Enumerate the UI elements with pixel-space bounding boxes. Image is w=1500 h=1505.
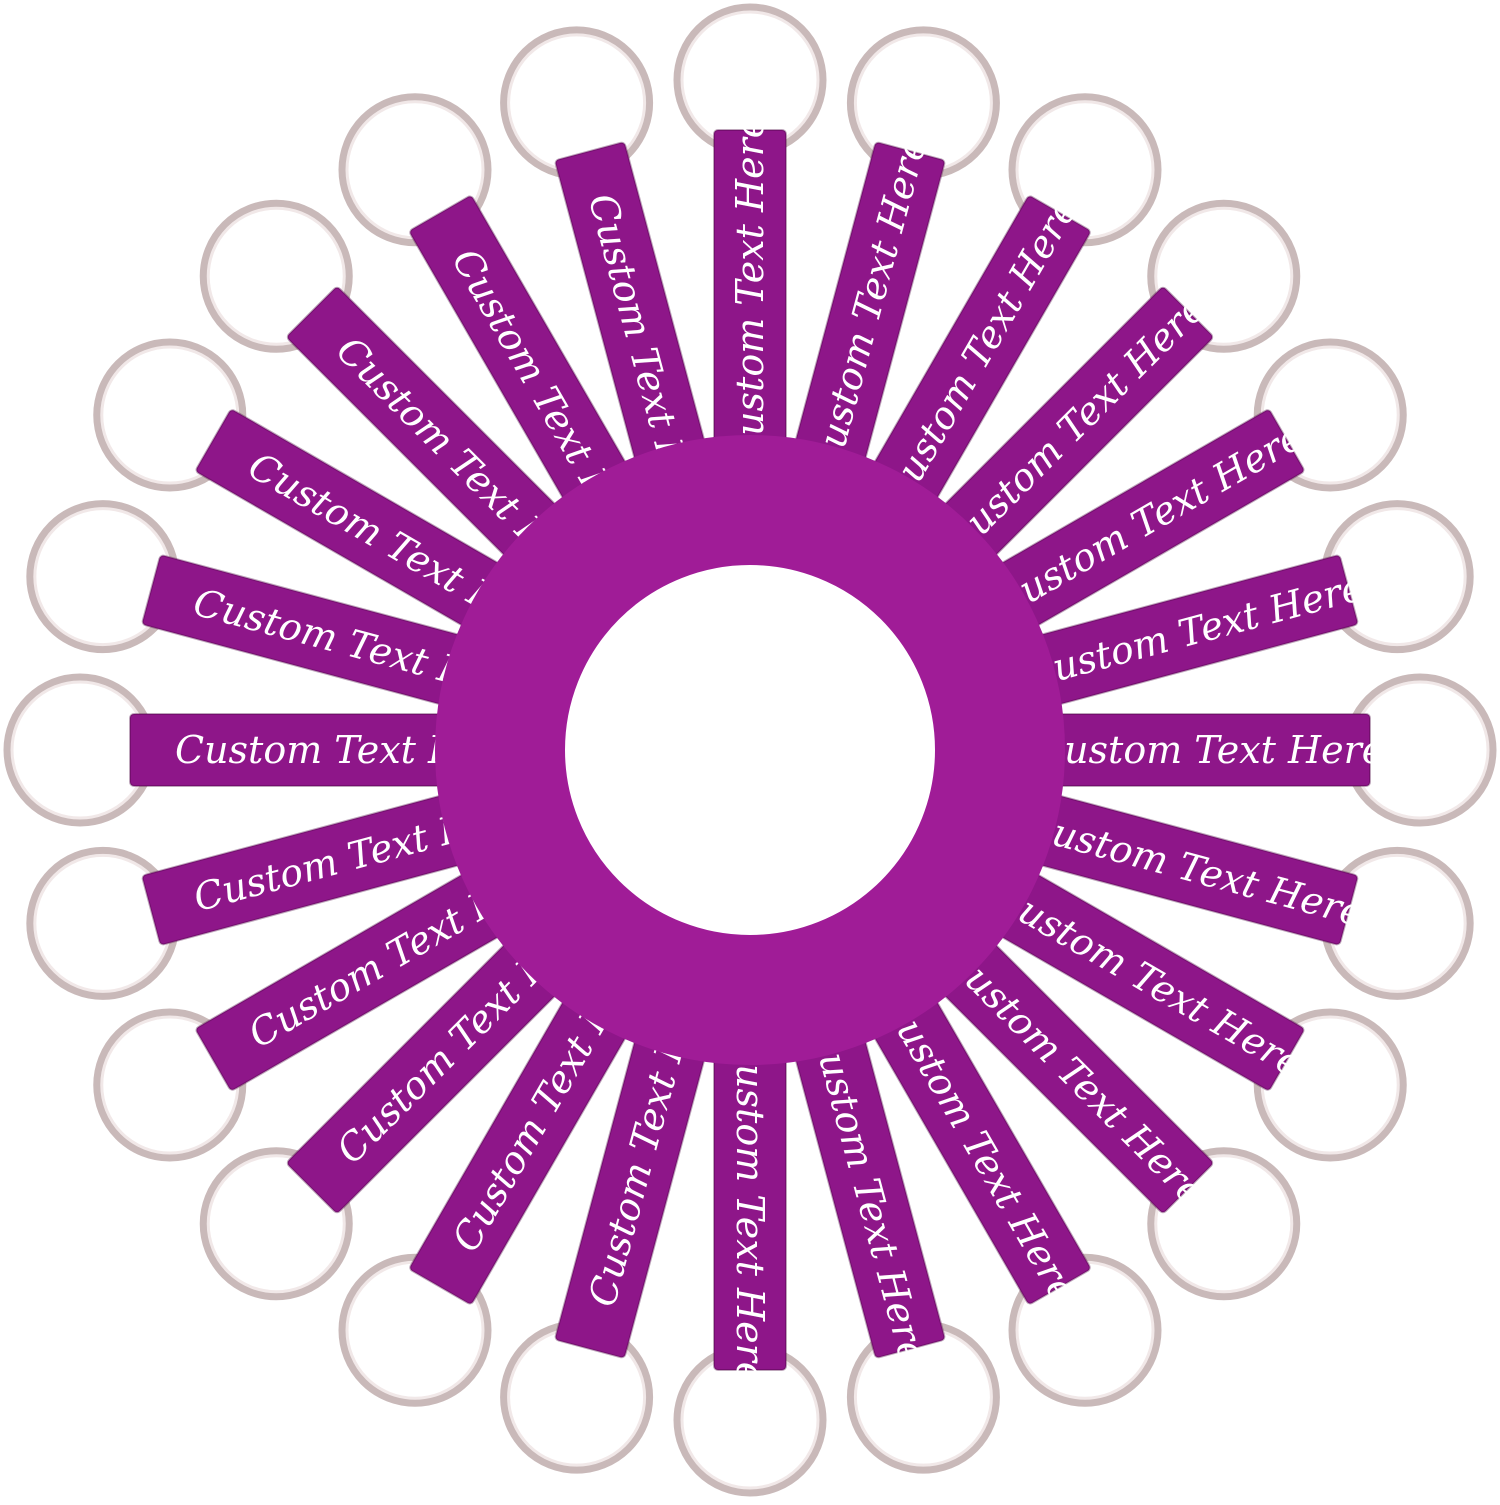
key-ring bbox=[1147, 199, 1301, 353]
center-hub bbox=[435, 435, 1065, 1065]
key-ring bbox=[199, 199, 353, 353]
key-ring-outer bbox=[1147, 199, 1301, 353]
key-ring bbox=[1147, 1147, 1301, 1301]
keychain-label: Custom Text Here bbox=[728, 116, 772, 465]
key-ring-highlight bbox=[206, 206, 346, 346]
key-ring bbox=[199, 1147, 353, 1301]
key-ring-highlight bbox=[1154, 1154, 1294, 1294]
key-ring-outer bbox=[199, 199, 353, 353]
key-ring-highlight bbox=[206, 1154, 346, 1294]
key-ring-outer bbox=[1147, 1147, 1301, 1301]
keychain-label: Custom Text Here bbox=[728, 1035, 772, 1384]
key-ring-highlight bbox=[10, 680, 150, 820]
key-ring-outer bbox=[199, 1147, 353, 1301]
keychain-label: Custom Text Here bbox=[1035, 728, 1384, 772]
key-ring-highlight bbox=[1154, 206, 1294, 346]
